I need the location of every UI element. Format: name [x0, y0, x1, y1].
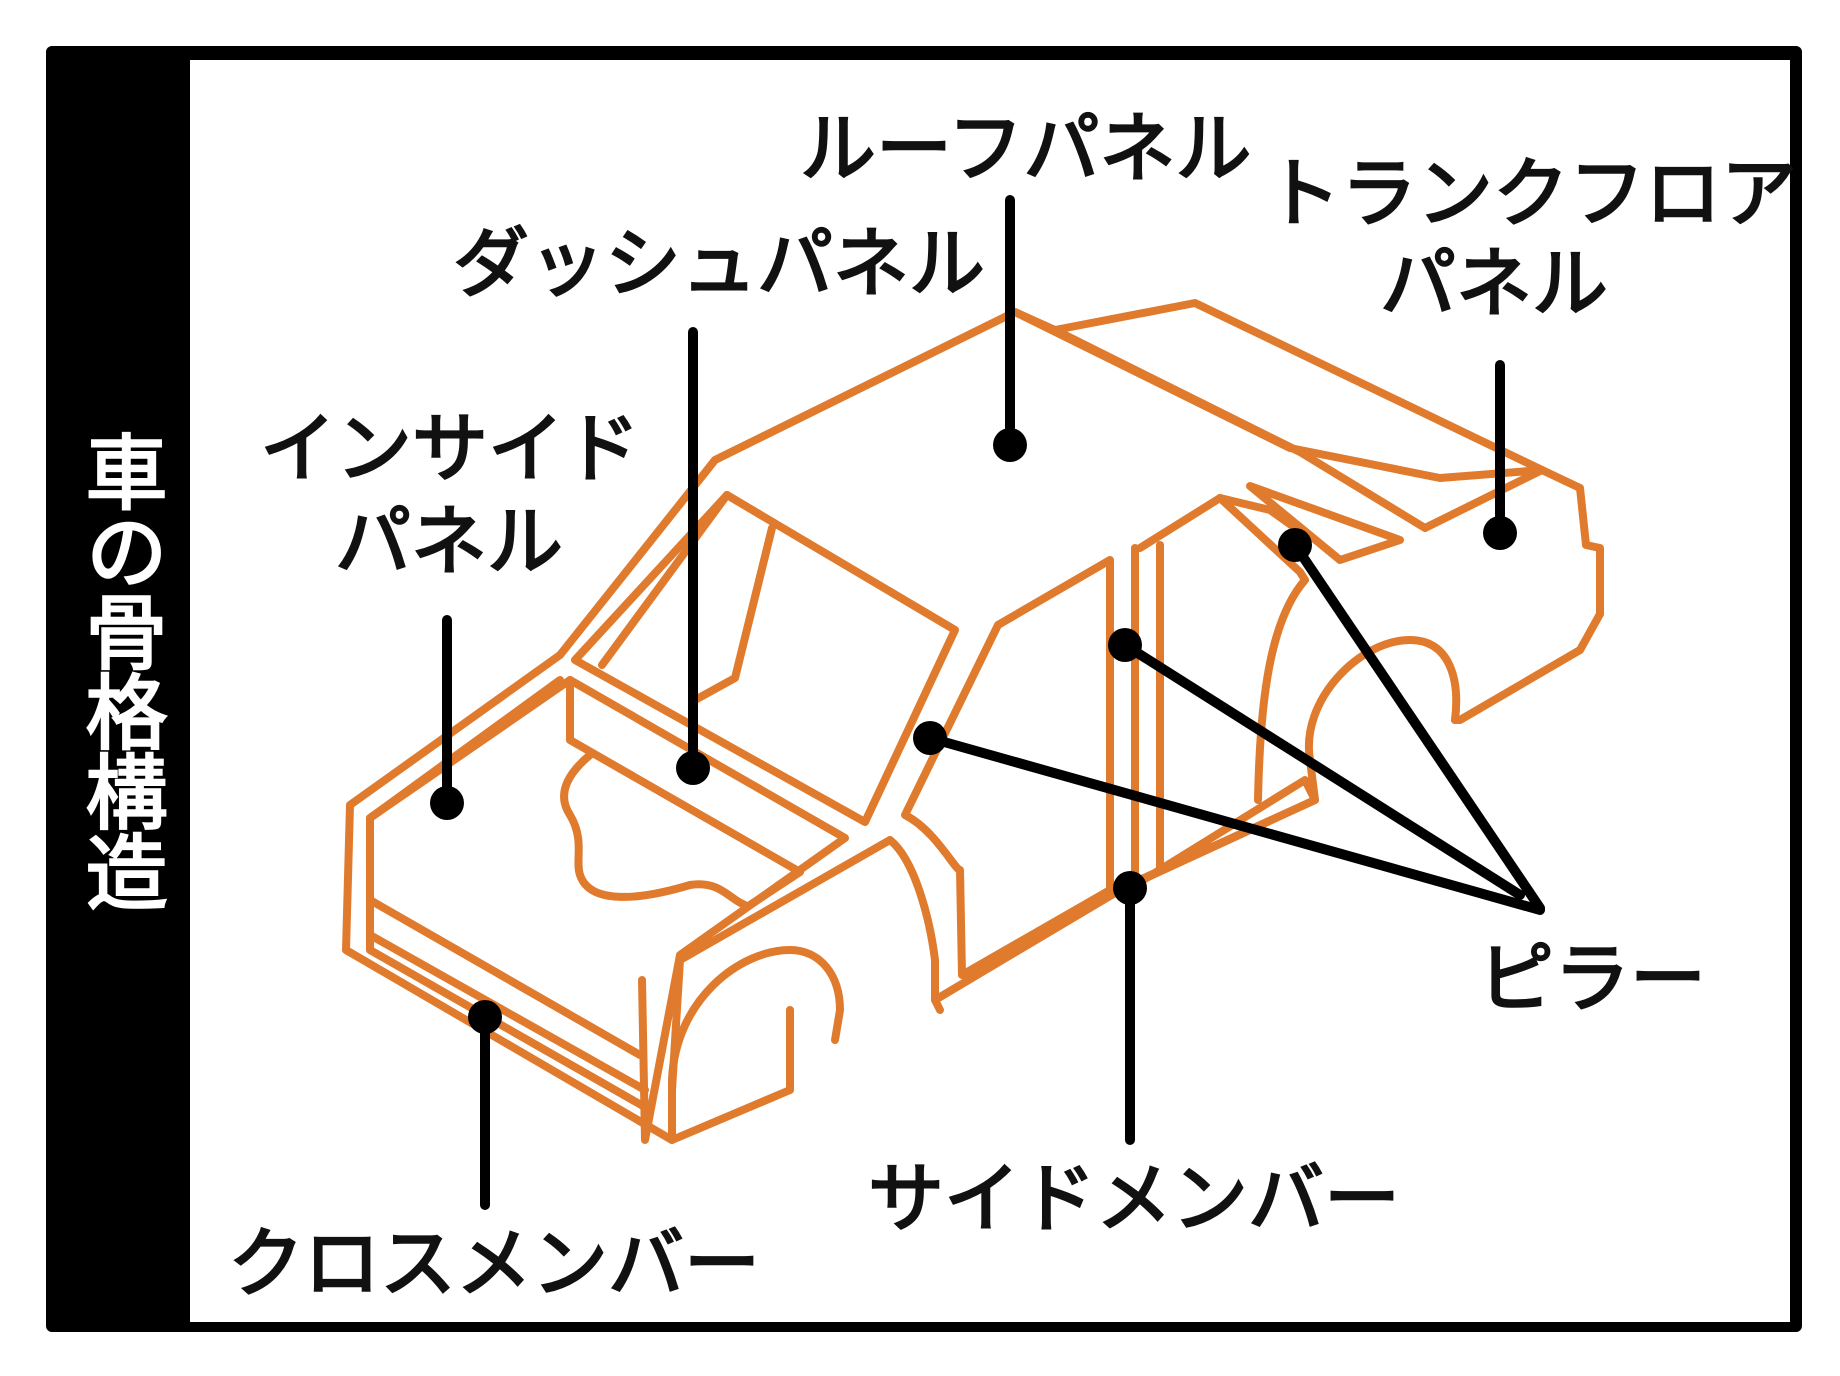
rear-door — [1136, 494, 1309, 804]
label-roof-panel: ルーフパネル — [800, 104, 1251, 193]
leader-pillar-c — [1290, 540, 1545, 913]
front-outer-left — [342, 651, 794, 1144]
dot-roof-panel — [993, 428, 1027, 462]
front-wheel-arch — [668, 946, 844, 1144]
leader-pillar-b — [1120, 640, 1525, 900]
dot-cross-member — [468, 1000, 502, 1034]
dot-pillar-c — [1278, 528, 1312, 562]
car-body-outline — [342, 299, 1604, 1144]
leader-pillar-a — [925, 733, 1545, 915]
part-labels: ルーフパネル ダッシュパネル トランクフロア パネル インサイド パネル ピラー… — [228, 104, 1797, 1308]
label-side-member: サイドメンバー — [868, 1154, 1400, 1243]
dot-side-member — [1113, 871, 1147, 905]
side-title-bar: 車の骨格構造 — [46, 430, 190, 990]
callout-dots — [430, 428, 1517, 1034]
dot-inside-panel — [430, 786, 464, 820]
label-inside-panel-2: パネル — [335, 497, 563, 586]
front-fender — [668, 836, 939, 1094]
dot-pillar-b — [1108, 628, 1142, 662]
dot-pillar-a — [913, 721, 947, 755]
windshield-inner — [598, 491, 776, 704]
engine-component — [560, 751, 749, 909]
inner-panel — [190, 60, 1790, 1322]
front-cross-lines — [366, 896, 649, 1094]
windshield-outer — [571, 491, 959, 826]
label-inside-panel-1: インサイド — [260, 404, 640, 493]
label-dash-panel: ダッシュパネル — [453, 219, 985, 308]
rear-wheel-arch — [1304, 636, 1461, 804]
dot-dash-panel — [676, 751, 710, 785]
label-cross-member: クロスメンバー — [228, 1219, 760, 1308]
label-trunk-floor-panel-2: パネル — [1380, 239, 1608, 328]
label-trunk-floor-panel-1: トランクフロア — [1265, 149, 1797, 238]
diagram-title: 車の骨格構造 — [71, 430, 166, 910]
label-pillar: ピラー — [1478, 934, 1706, 1023]
leader-lines — [442, 195, 1545, 1210]
dot-trunk-floor-panel — [1483, 516, 1517, 550]
c-pillar-line — [1216, 494, 1309, 539]
trunk-edge — [1051, 326, 1546, 532]
roof-inner-line — [1011, 308, 1546, 482]
engine-bay-inner — [566, 676, 804, 909]
front-door-outline — [901, 556, 1114, 979]
